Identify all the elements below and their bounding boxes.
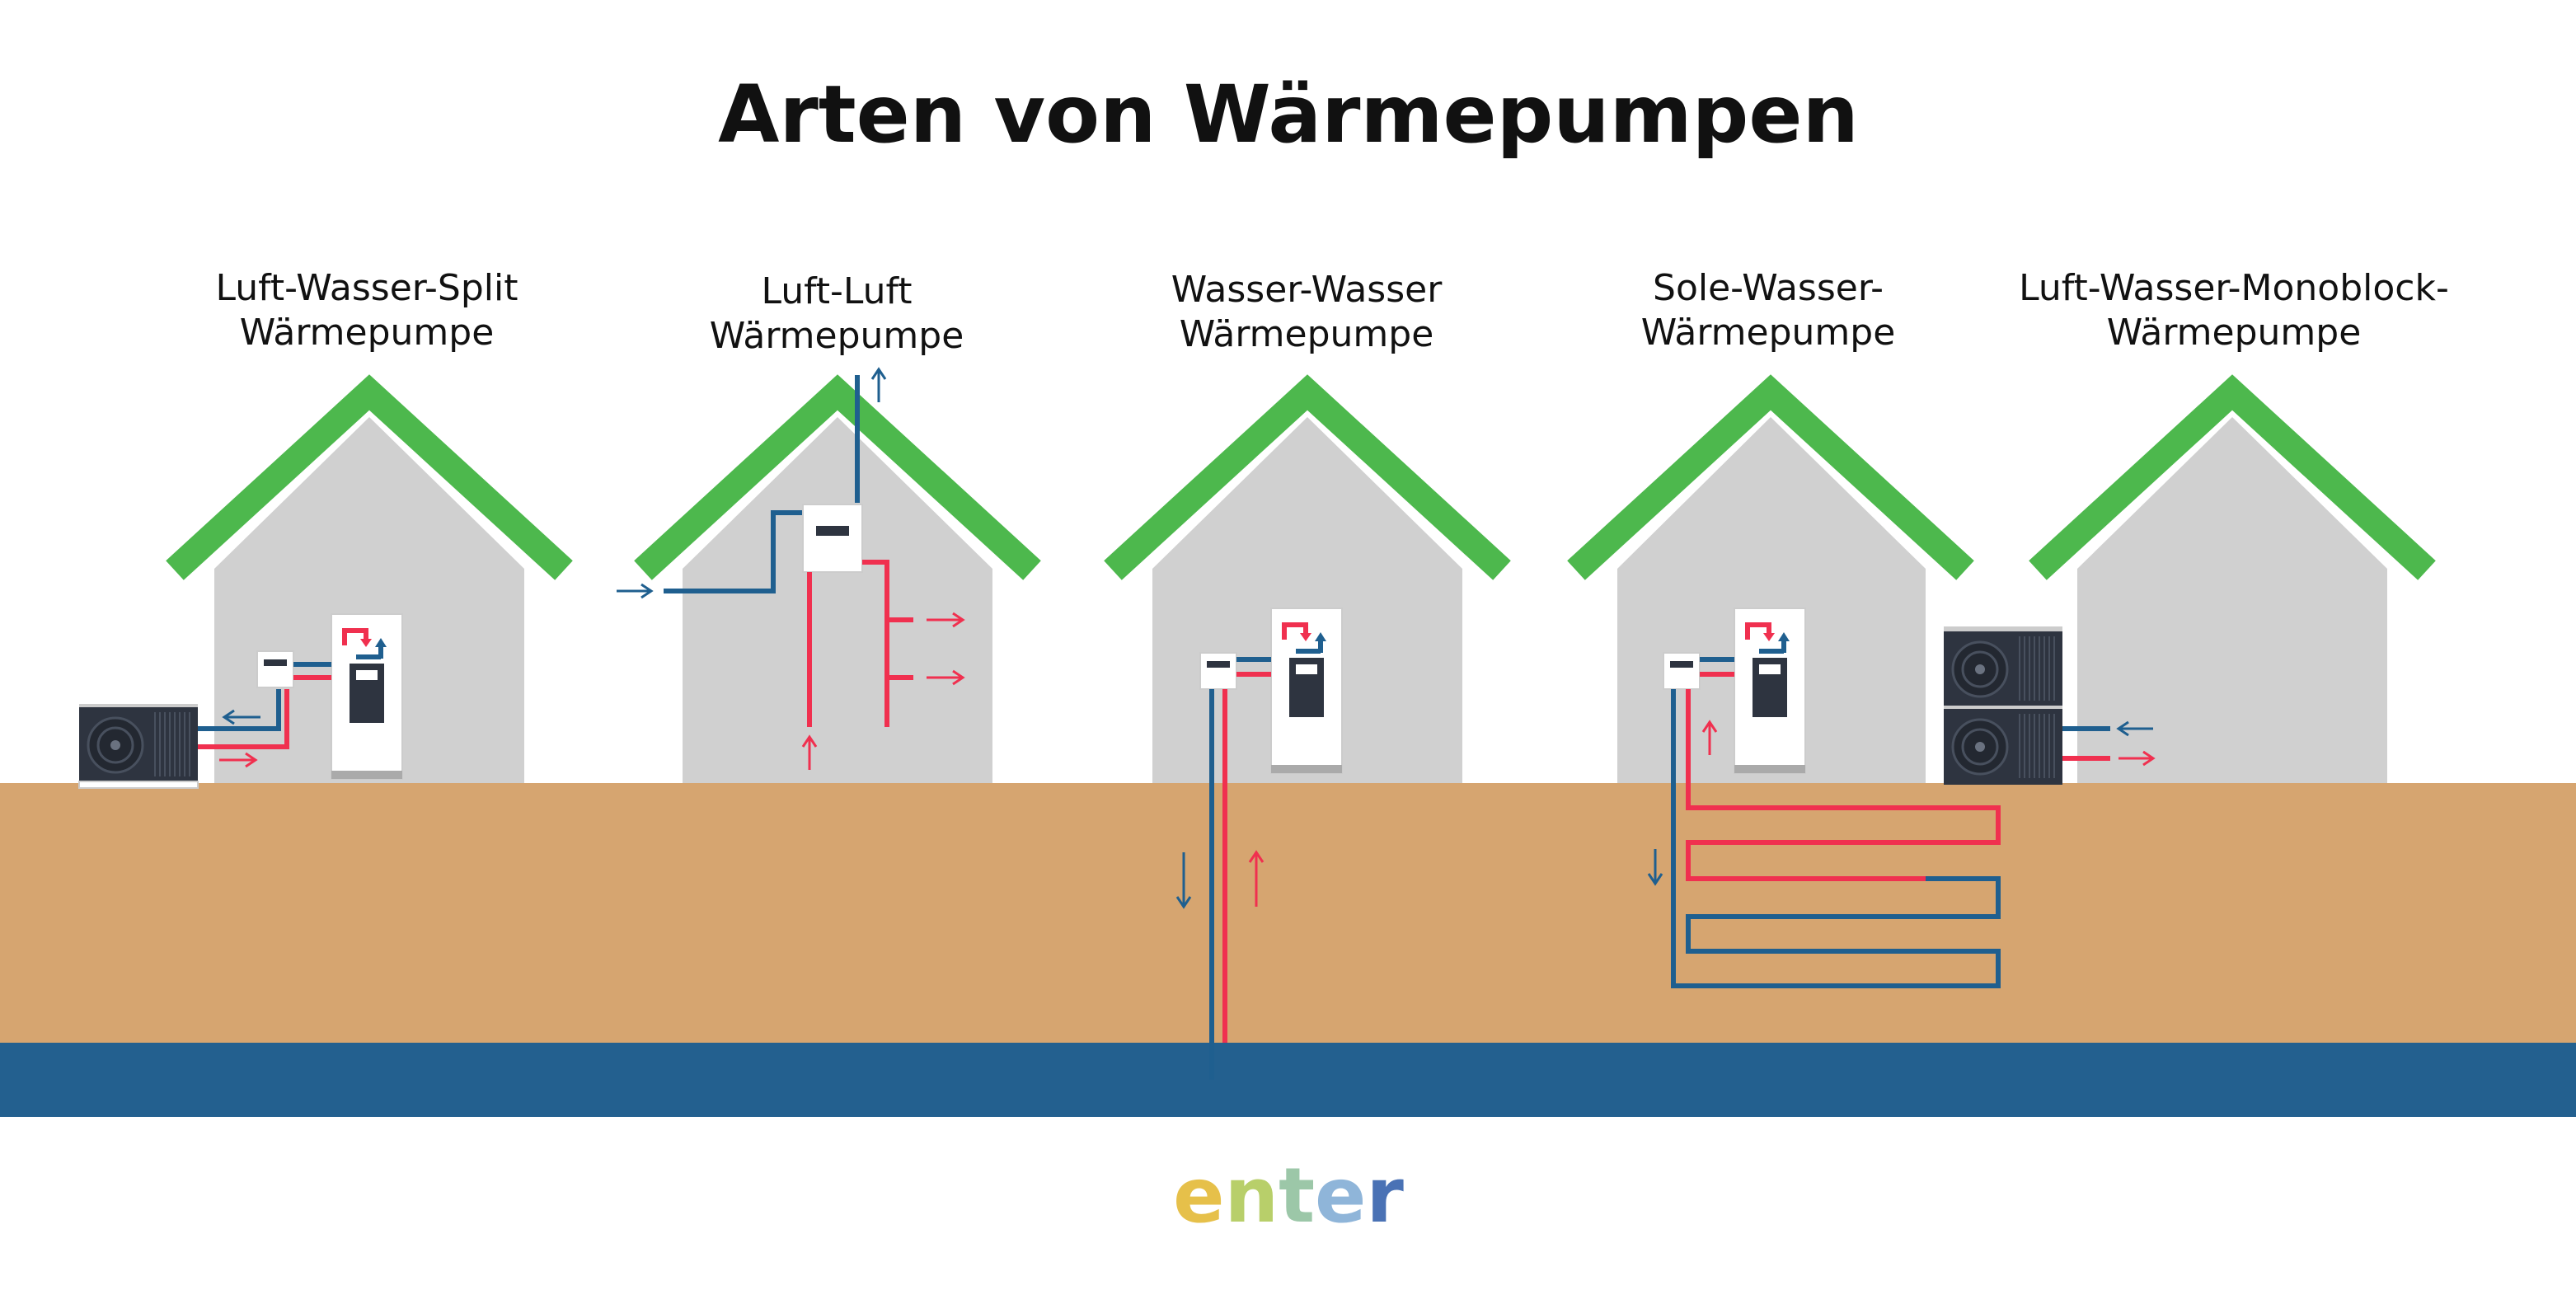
- house-roof: [1567, 374, 1974, 580]
- label-sole-wasser-line1: Sole-Wasser-: [1653, 267, 1884, 309]
- label-wasser-wasser-line1: Wasser-Wasser: [1171, 269, 1443, 311]
- outdoor-fan-unit-icon: [1942, 704, 2064, 786]
- house-roof: [2029, 374, 2436, 580]
- house-wall: [683, 417, 992, 783]
- house-luft-luft: [617, 367, 1041, 783]
- house-wall: [1152, 417, 1462, 783]
- arrow-icon: [927, 612, 965, 628]
- arrow-icon: [222, 709, 260, 725]
- controller-icon: [1199, 652, 1237, 690]
- label-wasser-wasser-line2: Wärmepumpe: [1180, 313, 1434, 355]
- page-title: Arten von Wärmepumpen: [718, 68, 1859, 161]
- indoor-heat-pump-icon: [331, 614, 402, 779]
- indoor-heat-pump-icon: [1271, 608, 1342, 773]
- ground-collector-cold: [1671, 689, 2001, 988]
- label-luft-wasser-split-line1: Luft-Wasser-Split: [216, 267, 518, 309]
- logo-letter: e: [1173, 1152, 1224, 1240]
- label-luft-luft-line2: Wärmepumpe: [710, 315, 964, 357]
- arrow-icon: [801, 734, 818, 770]
- label-luft-wasser-split-line2: Wärmepumpe: [240, 312, 495, 354]
- house-labels: Luft-Wasser-Split Wärmepumpe Luft-Luft W…: [216, 267, 2449, 357]
- logo-letter: t: [1279, 1152, 1315, 1240]
- logo-letter: e: [1315, 1152, 1366, 1240]
- soil-layer: [0, 783, 2576, 1043]
- arrow-icon: [617, 583, 654, 599]
- controller-icon: [256, 650, 294, 688]
- house-wall: [214, 417, 524, 783]
- outdoor-fan-unit-icon: [77, 702, 199, 785]
- label-monoblock-line1: Luft-Wasser-Monoblock-: [2019, 267, 2449, 309]
- outdoor-fan-unit-icon: [1942, 626, 2064, 709]
- arrow-icon: [927, 669, 965, 686]
- house-roof: [166, 374, 573, 580]
- arrow-icon: [1248, 850, 1265, 907]
- arrow-icon: [1175, 852, 1192, 909]
- indoor-heat-pump-icon: [1734, 608, 1805, 773]
- logo-letter: r: [1366, 1152, 1404, 1240]
- house-roof: [634, 374, 1041, 580]
- brand-logo: enter: [1173, 1152, 1404, 1240]
- ground-collector-hot: [1686, 689, 2001, 881]
- controller-icon: [1663, 652, 1701, 690]
- house-wall: [1617, 417, 1926, 783]
- house-luft-wasser-split: [77, 374, 573, 789]
- house-sole-wasser: [1567, 374, 2001, 988]
- arrow-icon: [2119, 750, 2156, 767]
- logo-letter: n: [1225, 1152, 1279, 1240]
- house-roof: [1104, 374, 1511, 580]
- label-luft-luft-line1: Luft-Luft: [761, 270, 912, 312]
- arrow-icon: [2116, 720, 2153, 737]
- groundwater-layer: [0, 1043, 2576, 1117]
- label-sole-wasser-line2: Wärmepumpe: [1641, 312, 1896, 354]
- house-wasser-wasser: [1104, 374, 1511, 1080]
- arrow-icon: [219, 752, 258, 768]
- arrow-icon: [1647, 849, 1663, 886]
- indoor-unit-icon: [802, 504, 863, 573]
- arrow-icon: [1701, 720, 1718, 755]
- house-wall: [2077, 417, 2387, 783]
- arrow-icon: [870, 367, 887, 402]
- label-monoblock-line2: Wärmepumpe: [2107, 312, 2362, 354]
- house-luft-wasser-monoblock: [1942, 374, 2436, 786]
